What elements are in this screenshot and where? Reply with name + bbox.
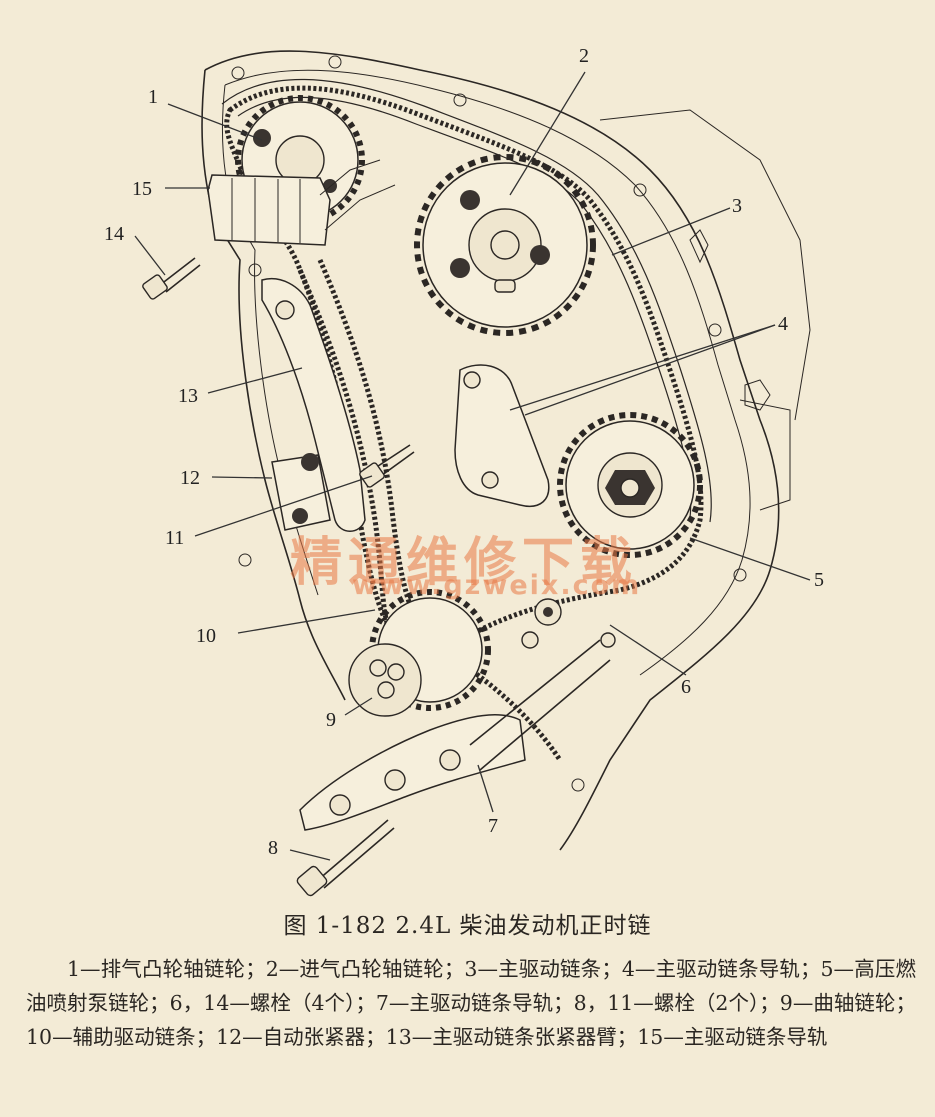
bolt-14: [142, 257, 201, 300]
callout-11: 11: [165, 527, 184, 549]
tensioner-arm: [261, 278, 366, 532]
callout-6: 6: [681, 676, 691, 698]
callout-15: 15: [132, 178, 152, 200]
intake-camshaft-sprocket: [414, 154, 596, 336]
guide-rail-4: [454, 364, 550, 507]
watermark-text: 精通维修下载: [290, 533, 639, 593]
callout-10: 10: [196, 625, 216, 647]
callout-9: 9: [326, 709, 336, 731]
callout-2: 2: [579, 45, 589, 67]
bolt-11: [359, 444, 415, 488]
engine-block-outline: [201, 50, 811, 851]
leader-lines: [134, 71, 811, 861]
callout-labels: 1 2 3 4 5 6 7 8 9 10 11 12 13 14 15: [104, 45, 824, 859]
callout-12: 12: [180, 467, 200, 489]
callout-8: 8: [268, 837, 278, 859]
callout-5: 5: [814, 569, 824, 591]
guide-rail-7: [299, 631, 616, 831]
callout-13: 13: [178, 385, 198, 407]
callout-3: 3: [732, 195, 742, 217]
guide-rail-15: [207, 159, 396, 246]
timing-chain-diagram: 1 2 3 4 5 6 7 8 9 10 11 12 13 14 15 精通维修…: [104, 45, 824, 897]
callout-4: 4: [778, 313, 788, 335]
fuel-pump-sprocket: [557, 412, 703, 558]
bolt-6: [534, 598, 562, 626]
automatic-tensioner: [271, 453, 331, 531]
crankshaft-sprocket: [348, 589, 491, 717]
bolt-8: [296, 819, 395, 897]
figure-legend: 1—排气凸轮轴链轮；2—进气凸轮轴链轮；3—主驱动链条；4—主驱动链条导轨；5—…: [26, 957, 916, 1049]
figure-caption: 图 1-182 2.4L 柴油发动机正时链: [283, 913, 652, 939]
watermark-url: www.gzweix.com: [352, 570, 642, 601]
diagram-drawing: 1 2 3 4 5 6 7 8 9 10 11 12 13 14 15: [104, 45, 824, 897]
callout-14: 14: [104, 223, 124, 245]
callout-1: 1: [148, 86, 158, 108]
callout-7: 7: [488, 815, 498, 837]
